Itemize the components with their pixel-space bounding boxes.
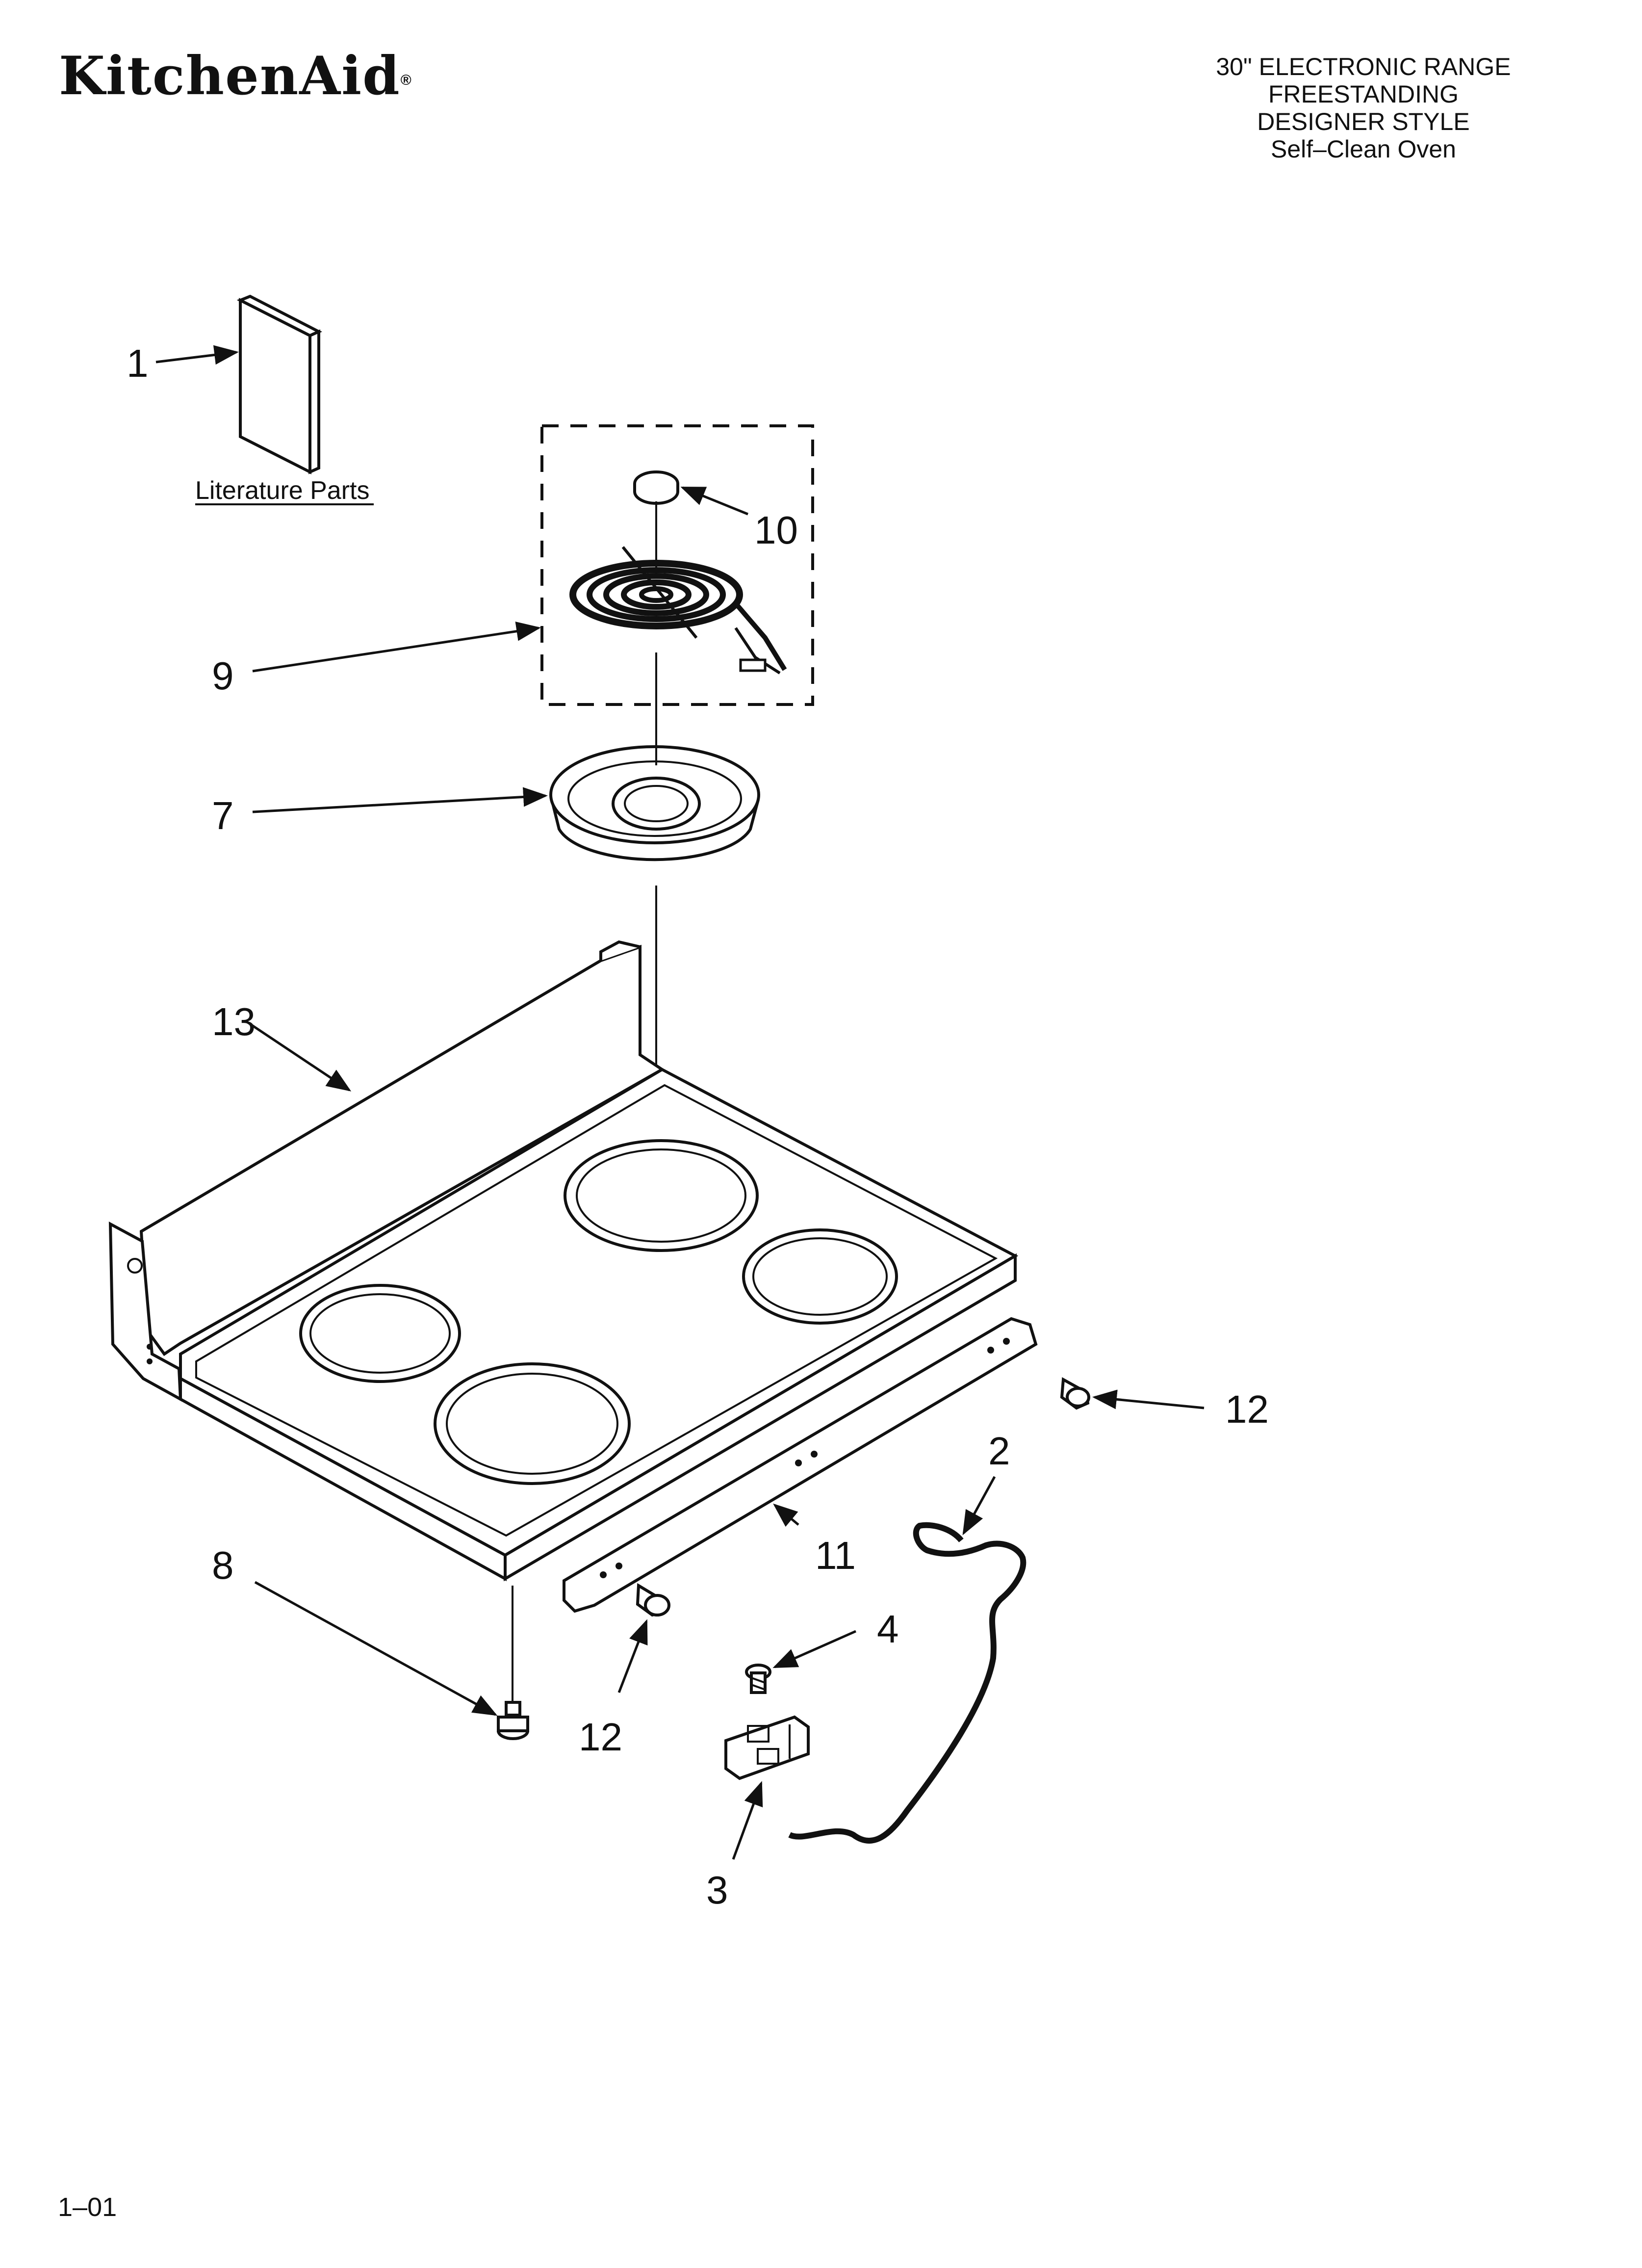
element-cap <box>633 470 679 505</box>
callout-2: 2 <box>988 1429 1010 1473</box>
kitchenaid-logo: KitchenAid® <box>59 45 412 107</box>
model-description: 30" ELECTRONIC RANGE FREESTANDING DESIGN… <box>1143 53 1584 163</box>
literature-booklet <box>236 294 322 474</box>
callout-12-right: 12 <box>1225 1387 1269 1431</box>
front-bracket <box>563 1317 1038 1613</box>
drip-bowl <box>549 745 760 861</box>
small-screw <box>745 1664 771 1694</box>
page-code: 1–01 <box>58 2192 117 2222</box>
element-kit-box <box>540 424 814 706</box>
bracket-clip <box>724 1715 810 1780</box>
leveling-leg <box>497 1586 529 1740</box>
screw-right <box>1060 1377 1090 1410</box>
brand-name: KitchenAid <box>59 45 401 107</box>
callout-9: 9 <box>212 654 234 698</box>
callout-7: 7 <box>212 794 234 837</box>
header-line-1: 30" ELECTRONIC RANGE <box>1216 53 1511 80</box>
header-line-2: FREESTANDING <box>1268 80 1459 108</box>
callout-11: 11 <box>815 1534 856 1577</box>
header-line-4: Self–Clean Oven <box>1270 135 1456 163</box>
callout-10: 10 <box>754 508 798 552</box>
callout-3: 3 <box>706 1868 728 1912</box>
wire-lock <box>788 1522 1026 1844</box>
registered-mark: ® <box>400 72 412 88</box>
callout-8: 8 <box>212 1543 234 1587</box>
leader-lines <box>155 345 1205 1860</box>
callout-1: 1 <box>127 341 149 385</box>
header-line-3: DESIGNER STYLE <box>1257 108 1470 135</box>
callout-4: 4 <box>877 1607 899 1651</box>
callout-12-left: 12 <box>579 1715 622 1759</box>
screw-left <box>636 1583 670 1617</box>
cooktop-main-top <box>108 940 1019 1582</box>
surface-element-coil <box>569 546 787 675</box>
callout-13: 13 <box>212 1000 256 1043</box>
literature-parts-label: Literature Parts <box>195 476 370 505</box>
